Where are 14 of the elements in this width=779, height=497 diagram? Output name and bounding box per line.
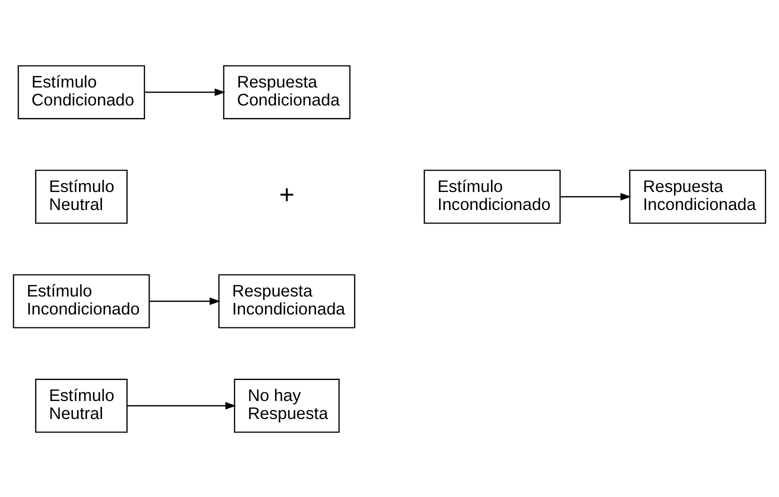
node-box: Estímulo Incondicionado [424,169,561,224]
node-box: Estímulo Incondicionado [12,274,150,328]
node-box: Respuesta Condicionada [223,64,350,119]
node-box: Estímulo Neutral [35,378,128,432]
node-box: Estímulo Condicionado [18,64,146,119]
arrow [150,296,220,305]
arrow [127,401,236,410]
node-box: No hay Respuesta [234,378,340,432]
node-box: Respuesta Incondicionada [629,169,766,224]
arrow [144,88,226,96]
label: + [279,178,294,209]
arrow [560,192,632,200]
node-box: Respuesta Incondicionada [218,274,356,328]
node-box: Estímulo Neutral [35,169,128,224]
